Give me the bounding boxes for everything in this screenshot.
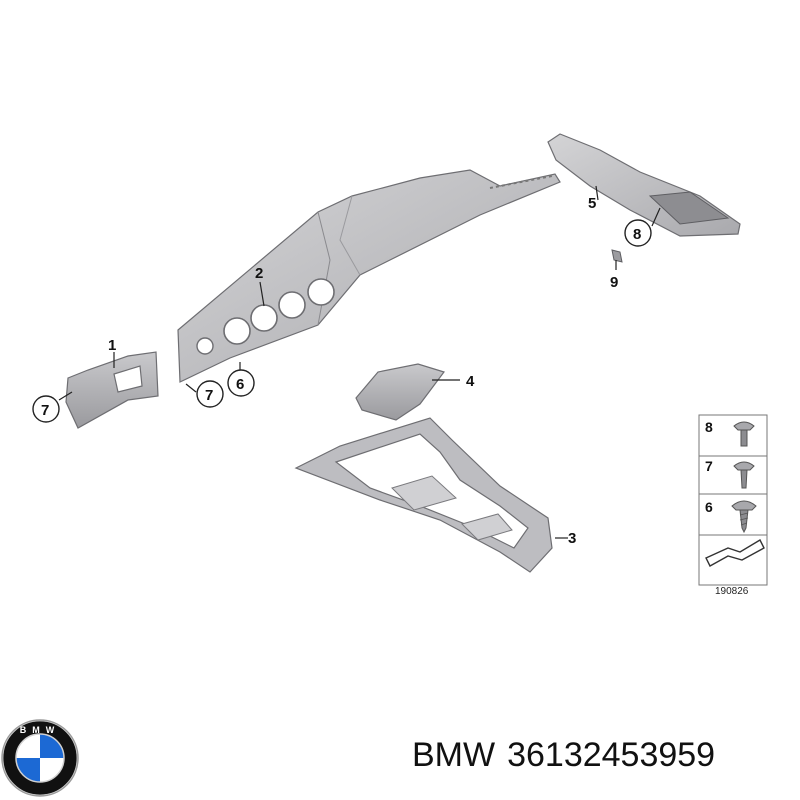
screw-icon bbox=[731, 500, 757, 534]
part-4-cover bbox=[355, 363, 445, 421]
callout-4: 4 bbox=[466, 373, 475, 390]
legend-item-7-number: 7 bbox=[705, 458, 713, 474]
bmw-logo-letters: BMW bbox=[20, 725, 61, 735]
callout-1: 1 bbox=[108, 337, 116, 354]
callout-3: 3 bbox=[568, 530, 576, 547]
callout-7-left: 7 bbox=[41, 402, 49, 419]
part-2-dash-trim bbox=[177, 169, 561, 383]
legend-item-8-number: 8 bbox=[705, 419, 713, 435]
callout-6: 6 bbox=[236, 376, 244, 393]
bmw-logo: BMW bbox=[1, 719, 79, 797]
part-number: 36132453959 bbox=[507, 736, 716, 774]
part-3-console-frame bbox=[294, 417, 553, 573]
part-caption: BMW 36132453959 bbox=[412, 736, 727, 775]
callout-2: 2 bbox=[255, 265, 263, 282]
callout-8-circle bbox=[624, 219, 652, 247]
callouts: 1 2 3 4 5 9 7 7 6 8 bbox=[32, 195, 652, 547]
part-1-side-trim bbox=[65, 351, 159, 429]
callout-8: 8 bbox=[633, 226, 641, 243]
part-5-door-trim bbox=[547, 133, 741, 237]
arrow-shape-icon bbox=[705, 539, 765, 567]
clip-icon bbox=[733, 421, 755, 447]
legend-item-6-number: 6 bbox=[705, 499, 713, 515]
brand-name: BMW bbox=[412, 736, 496, 774]
callout-6-circle bbox=[227, 369, 255, 397]
legend-code: 190826 bbox=[715, 586, 749, 597]
fastener-legend: 8 7 6 190826 bbox=[698, 414, 768, 597]
callout-9: 9 bbox=[610, 274, 618, 291]
callout-7-center: 7 bbox=[205, 387, 213, 404]
callout-7-left-circle bbox=[32, 395, 60, 423]
callout-5: 5 bbox=[588, 195, 596, 212]
clip-icon bbox=[733, 461, 755, 489]
callout-7-center-circle bbox=[196, 380, 224, 408]
part-9-clip bbox=[611, 249, 623, 263]
